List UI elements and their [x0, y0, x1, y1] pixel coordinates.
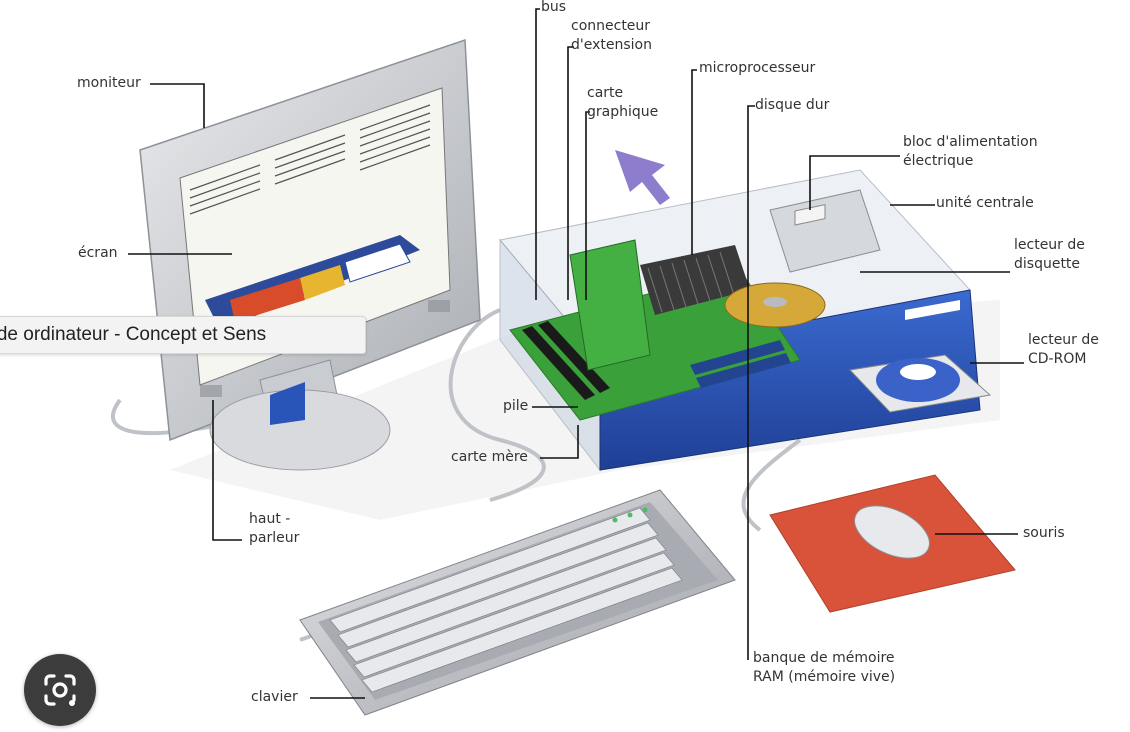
label-lecteur-cdrom: lecteur de CD-ROM: [1028, 331, 1099, 369]
mouse-pad: [770, 475, 1015, 612]
label-moniteur: moniteur: [77, 74, 141, 93]
label-unite-centrale: unité centrale: [936, 194, 1034, 213]
label-pile: pile: [503, 397, 528, 416]
label-bus: bus: [541, 0, 566, 17]
label-souris: souris: [1023, 524, 1065, 543]
label-ecran: écran: [78, 244, 118, 263]
lens-button[interactable]: [24, 654, 96, 726]
label-banque-memoire: banque de mémoire RAM (mémoire vive): [753, 649, 895, 687]
label-connecteur: connecteur d'extension: [571, 17, 652, 55]
label-lecteur-disquette: lecteur de disquette: [1014, 236, 1085, 274]
keyboard: [300, 490, 735, 715]
arrow-graphic: [615, 150, 670, 205]
label-disque-dur: disque dur: [755, 96, 829, 115]
label-carte-graphique: carte graphique: [587, 84, 658, 122]
label-clavier: clavier: [251, 688, 298, 707]
image-caption[interactable]: n de ordinateur - Concept et Sens: [0, 316, 366, 354]
lens-icon: [24, 654, 96, 726]
label-microprocesseur: microprocesseur: [699, 59, 815, 78]
label-haut-parleur: haut - parleur: [249, 510, 299, 548]
label-bloc-alimentation: bloc d'alimentation électrique: [903, 133, 1038, 171]
label-carte-mere: carte mère: [451, 448, 528, 467]
